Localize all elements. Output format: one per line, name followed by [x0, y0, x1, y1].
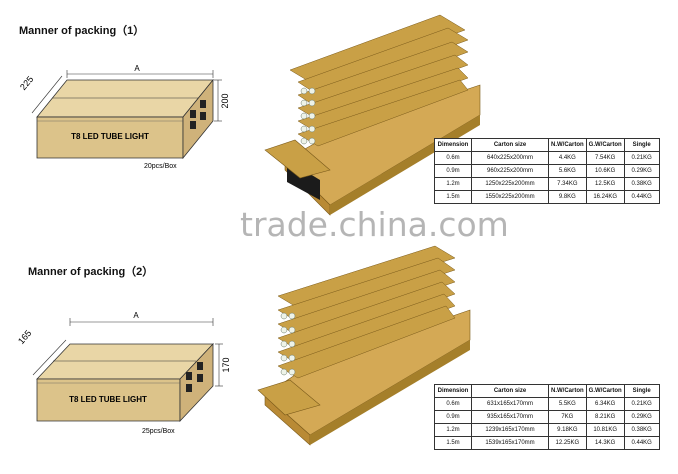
header-cell: Single [623, 138, 660, 152]
table-cell: 10.6KG [585, 164, 625, 178]
table-cell: 640x225x200mm [471, 151, 549, 165]
table-row: 1.5m 1550x225x200mm 9.8KG 16.24KG 0.44KG [434, 190, 660, 204]
table-cell: 0.29KG [623, 410, 660, 424]
header-cell: Single [623, 384, 660, 398]
table-cell: 0.21KG [623, 397, 660, 411]
table-cell: 12.5KG [585, 177, 625, 191]
table-header-row: Dimension Carton size N.W/Carton G.W/Car… [434, 138, 660, 152]
table-cell: 1239x165x170mm [471, 423, 549, 437]
packing-3d-illustration-2 [257, 245, 471, 446]
table-cell: 10.81KG [585, 423, 625, 437]
table-cell: 7.34KG [548, 177, 587, 191]
table-cell: 16.24KG [585, 190, 625, 204]
table-cell: 0.6m [434, 151, 472, 165]
table-cell: 7KG [548, 410, 587, 424]
table-cell: 1550x225x200mm [471, 190, 549, 204]
table-row: 1.2m 1239x165x170mm 9.18KG 10.81KG 0.38K… [434, 423, 660, 437]
table-cell: 12.25KG [548, 436, 587, 450]
table-cell: 0.38KG [623, 177, 660, 191]
carton-2-dim-height: 170 [221, 357, 231, 372]
table-row: 1.5m 1539x165x170mm 12.25KG 14.3KG 0.44K… [434, 436, 660, 450]
header-cell: Dimension [434, 138, 472, 152]
table-row: 1.2m 1250x225x200mm 7.34KG 12.5KG 0.38KG [434, 177, 660, 191]
table-cell: 631x165x170mm [471, 397, 549, 411]
section-1-title: Manner of packing（1） [19, 25, 145, 37]
table-cell: 4.4KG [548, 151, 587, 165]
header-cell: G.W/Carton [585, 384, 625, 398]
table-cell: 1.5m [434, 436, 472, 450]
table-cell: 935x165x170mm [471, 410, 549, 424]
carton-1-box-label: T8 LED TUBE LIGHT [71, 132, 149, 141]
table-cell: 0.29KG [623, 164, 660, 178]
table-cell: 1250x225x200mm [471, 177, 549, 191]
carton-2-qty: 25pcs/Box [142, 428, 175, 435]
table-cell: 14.3KG [585, 436, 625, 450]
table-cell: 0.21KG [623, 151, 660, 165]
carton-1-dim-width: 225 [18, 74, 35, 92]
carton-1-dim-length: A [134, 64, 140, 73]
carton-2-drawing [32, 318, 223, 423]
table-cell: 0.44KG [623, 190, 660, 204]
carton-2-dim-length: A [133, 311, 139, 320]
table-cell: 1.2m [434, 177, 472, 191]
table-row: 0.6m 640x225x200mm 4.4KG 7.54KG 0.21KG [434, 151, 660, 165]
table-cell: 0.9m [434, 164, 472, 178]
table-cell: 0.38KG [623, 423, 660, 437]
table-cell: 1539x165x170mm [471, 436, 549, 450]
table-cell: 0.9m [434, 410, 472, 424]
table-cell: 6.34KG [585, 397, 625, 411]
table-row: 0.9m 935x165x170mm 7KG 8.21KG 0.29KG [434, 410, 660, 424]
table-cell: 9.8KG [548, 190, 587, 204]
spec-table-1: Dimension Carton size N.W/Carton G.W/Car… [434, 138, 660, 204]
table-cell: 9.18KG [548, 423, 587, 437]
table-header-row: Dimension Carton size N.W/Carton G.W/Car… [434, 384, 660, 398]
carton-2-box-label: T8 LED TUBE LIGHT [69, 395, 147, 404]
header-cell: Carton size [471, 384, 549, 398]
table-cell: 5.6KG [548, 164, 587, 178]
watermark: trade.china.com [240, 205, 509, 244]
packing-3d-illustration-1 [264, 14, 481, 216]
table-cell: 0.6m [434, 397, 472, 411]
table-cell: 5.5KG [548, 397, 587, 411]
carton-2-dim-width: 165 [16, 328, 33, 346]
table-row: 0.6m 631x165x170mm 5.5KG 6.34KG 0.21KG [434, 397, 660, 411]
table-cell: 960x225x200mm [471, 164, 549, 178]
table-row: 0.9m 960x225x200mm 5.6KG 10.6KG 0.29KG [434, 164, 660, 178]
table-cell: 1.2m [434, 423, 472, 437]
section-2-title: Manner of packing（2） [28, 266, 154, 278]
header-cell: Dimension [434, 384, 472, 398]
table-cell: 7.54KG [585, 151, 625, 165]
header-cell: N.W/Carton [548, 384, 587, 398]
carton-1-qty: 20pcs/Box [144, 163, 177, 170]
header-cell: N.W/Carton [548, 138, 587, 152]
carton-1-dim-height: 200 [220, 93, 230, 108]
table-cell: 0.44KG [623, 436, 660, 450]
header-cell: Carton size [471, 138, 549, 152]
carton-1-drawing [31, 70, 222, 160]
header-cell: G.W/Carton [585, 138, 625, 152]
table-cell: 1.5m [434, 190, 472, 204]
spec-table-2: Dimension Carton size N.W/Carton G.W/Car… [434, 384, 660, 450]
table-cell: 8.21KG [585, 410, 625, 424]
